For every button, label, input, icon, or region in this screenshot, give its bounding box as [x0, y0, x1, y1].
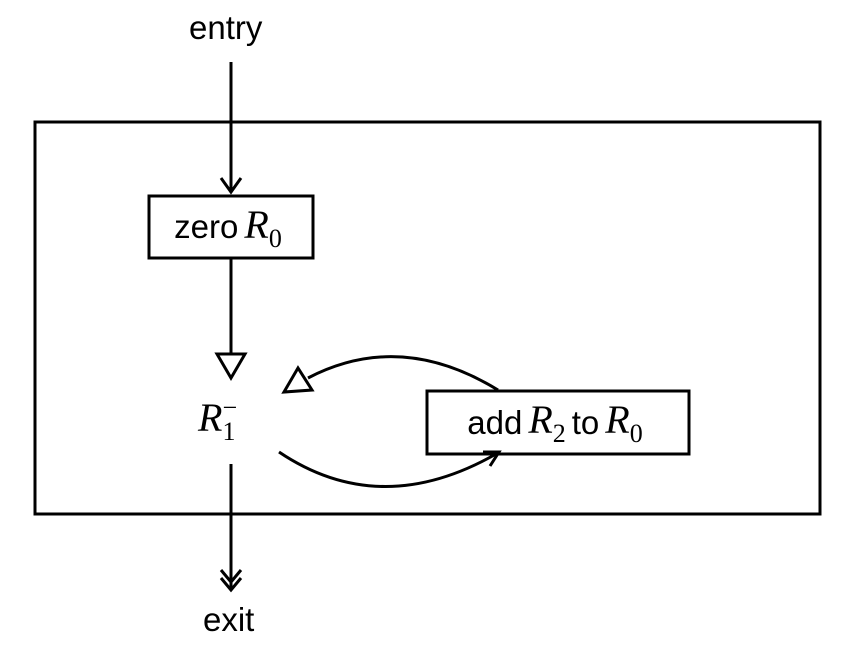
zero-word: zero — [174, 208, 239, 245]
add-r2-to-r0-box — [425, 389, 691, 456]
zero-register: R0 — [244, 201, 282, 253]
decrement-entry-arrowhead — [214, 352, 248, 381]
add-word: add — [467, 403, 523, 441]
decrement-to-add-arc — [278, 450, 497, 488]
exit-arrowhead-upper — [219, 569, 243, 585]
machine-frame — [33, 120, 822, 516]
decrement-r1-node: R1− — [198, 393, 238, 446]
zero-r0-box — [147, 194, 315, 260]
zero-r0-label: zero R0 — [149, 196, 313, 258]
add-to-decrement-arc — [307, 355, 499, 392]
exit-arrowhead-lower — [219, 577, 243, 593]
add-entry-arrowhead — [483, 450, 502, 467]
add-target-register: R0 — [605, 397, 643, 448]
entry-arrowhead — [219, 177, 243, 195]
decrement-return-arrowhead — [281, 365, 315, 394]
to-word: to — [571, 403, 600, 441]
entry-label: entry — [189, 9, 263, 46]
add-r2-to-r0-label: add R2 to R0 — [427, 391, 689, 454]
exit-label: exit — [203, 601, 255, 638]
add-source-register: R2 — [528, 397, 566, 448]
